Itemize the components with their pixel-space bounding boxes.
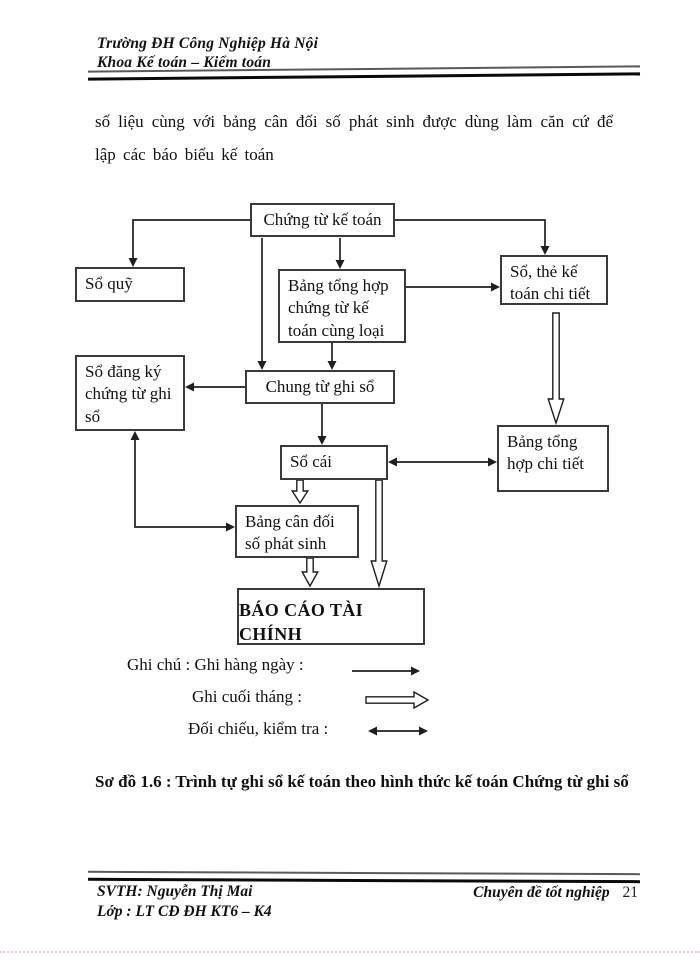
node-label: Sổ đăng ký chứng từ ghi sổ — [85, 362, 172, 426]
node-bao-cao-tai-chinh: BÁO CÁO TÀI CHÍNH — [237, 588, 425, 645]
page-number: 21 — [622, 884, 639, 901]
arrowhead — [317, 436, 327, 445]
footer-student: SVTH: Nguyễn Thị Mai — [97, 883, 253, 900]
footer-right: Chuyên đề tốt nghiệp 21 — [473, 884, 638, 902]
arrowhead — [226, 522, 235, 532]
legend-reconcile-arrowhead-right — [419, 726, 428, 736]
legend-daily-arrowhead — [411, 666, 420, 676]
arrowhead — [335, 260, 345, 269]
arrowhead — [185, 382, 194, 392]
node-bang-tong-hop-chi-tiet: Bảng tổng hợp chi tiết — [497, 425, 609, 492]
node-label: Bảng cân đối số phát sinh — [245, 512, 335, 554]
node-label: Sổ quỹ — [85, 274, 133, 294]
body-paragraph: số liệu cùng với bảng cân đối số phát si… — [95, 112, 613, 164]
node-label: BÁO CÁO TÀI CHÍNH — [239, 600, 364, 644]
footer-class: Lớp : LT CĐ ĐH KT6 – K4 — [97, 903, 272, 920]
diagram-caption: Sơ đồ 1.6 : Trình tự ghi sổ kế toán theo… — [95, 772, 629, 791]
node-so-quy: Sổ quỹ — [75, 267, 185, 302]
legend-reconcile-label: Đối chiếu, kiểm tra : — [188, 719, 329, 738]
arrowhead — [491, 282, 500, 292]
legend-reconcile-arrowhead-left — [368, 726, 377, 736]
node-so-cai: Sổ cái — [280, 445, 388, 480]
footer-thesis-title: Chuyên đề tốt nghiệp — [473, 884, 610, 901]
hollow-arrow-sothe-to-bthct — [547, 312, 565, 426]
page-header: Trường ĐH Công Nghiệp Hà Nội Khoa Kế toá… — [97, 34, 318, 72]
hollow-arrow-bcd-to-baocao — [301, 557, 319, 588]
arrowhead — [128, 258, 138, 267]
node-label: Bảng tổng hợp chi tiết — [507, 432, 584, 474]
node-label: Sổ cái — [290, 452, 333, 472]
node-chung-tu-ke-toan: Chứng từ kế toán — [250, 203, 395, 237]
line-ctkt-to-sothe — [395, 219, 546, 246]
bottom-dotted-line — [0, 951, 700, 953]
node-label: Chứng từ kế toán — [263, 209, 382, 229]
hollow-arrow-socai-to-baocao — [370, 479, 388, 589]
arrowhead — [327, 361, 337, 370]
node-bang-can-doi-so-phat-sinh: Bảng cân đối số phát sinh — [235, 505, 359, 558]
arrowhead — [540, 246, 550, 255]
arrowhead — [257, 361, 267, 370]
legend-daily-label: Ghi chú : Ghi hàng ngày : — [127, 655, 304, 674]
hollow-arrow-socai-to-bcd — [290, 479, 310, 505]
header-faculty: Khoa Kế toán – Kiểm toán — [97, 54, 272, 71]
header-school: Trường ĐH Công Nghiệp Hà Nội — [97, 35, 319, 52]
arrowhead — [488, 457, 497, 467]
arrowhead — [388, 457, 397, 467]
legend-monthly-label: Ghi cuối tháng : — [192, 687, 303, 706]
line-sodangky-bcd-reconcile — [134, 440, 226, 528]
node-label: Bảng tổng hợp chứng từ kế toán cùng loại — [288, 276, 389, 340]
arrowhead — [130, 431, 140, 440]
node-chung-tu-ghi-so: Chung từ ghi sổ — [245, 370, 395, 404]
footer-left: SVTH: Nguyễn Thị Mai Lớp : LT CĐ ĐH KT6 … — [97, 882, 272, 922]
node-label: Sổ, thẻ kế toán chi tiết — [510, 262, 591, 304]
line-ctkt-to-soquy — [132, 219, 250, 258]
node-so-dang-ky-chung-tu-ghi-so: Sổ đăng ký chứng từ ghi sổ — [75, 355, 185, 431]
node-so-the-ke-toan-chi-tiet: Sổ, thẻ kế toán chi tiết — [500, 255, 608, 305]
node-bang-tong-hop-chung-tu: Bảng tổng hợp chứng từ kế toán cùng loại — [278, 269, 406, 343]
node-label: Chung từ ghi sổ — [265, 376, 375, 396]
legend-monthly-hollow-arrow — [365, 690, 430, 710]
